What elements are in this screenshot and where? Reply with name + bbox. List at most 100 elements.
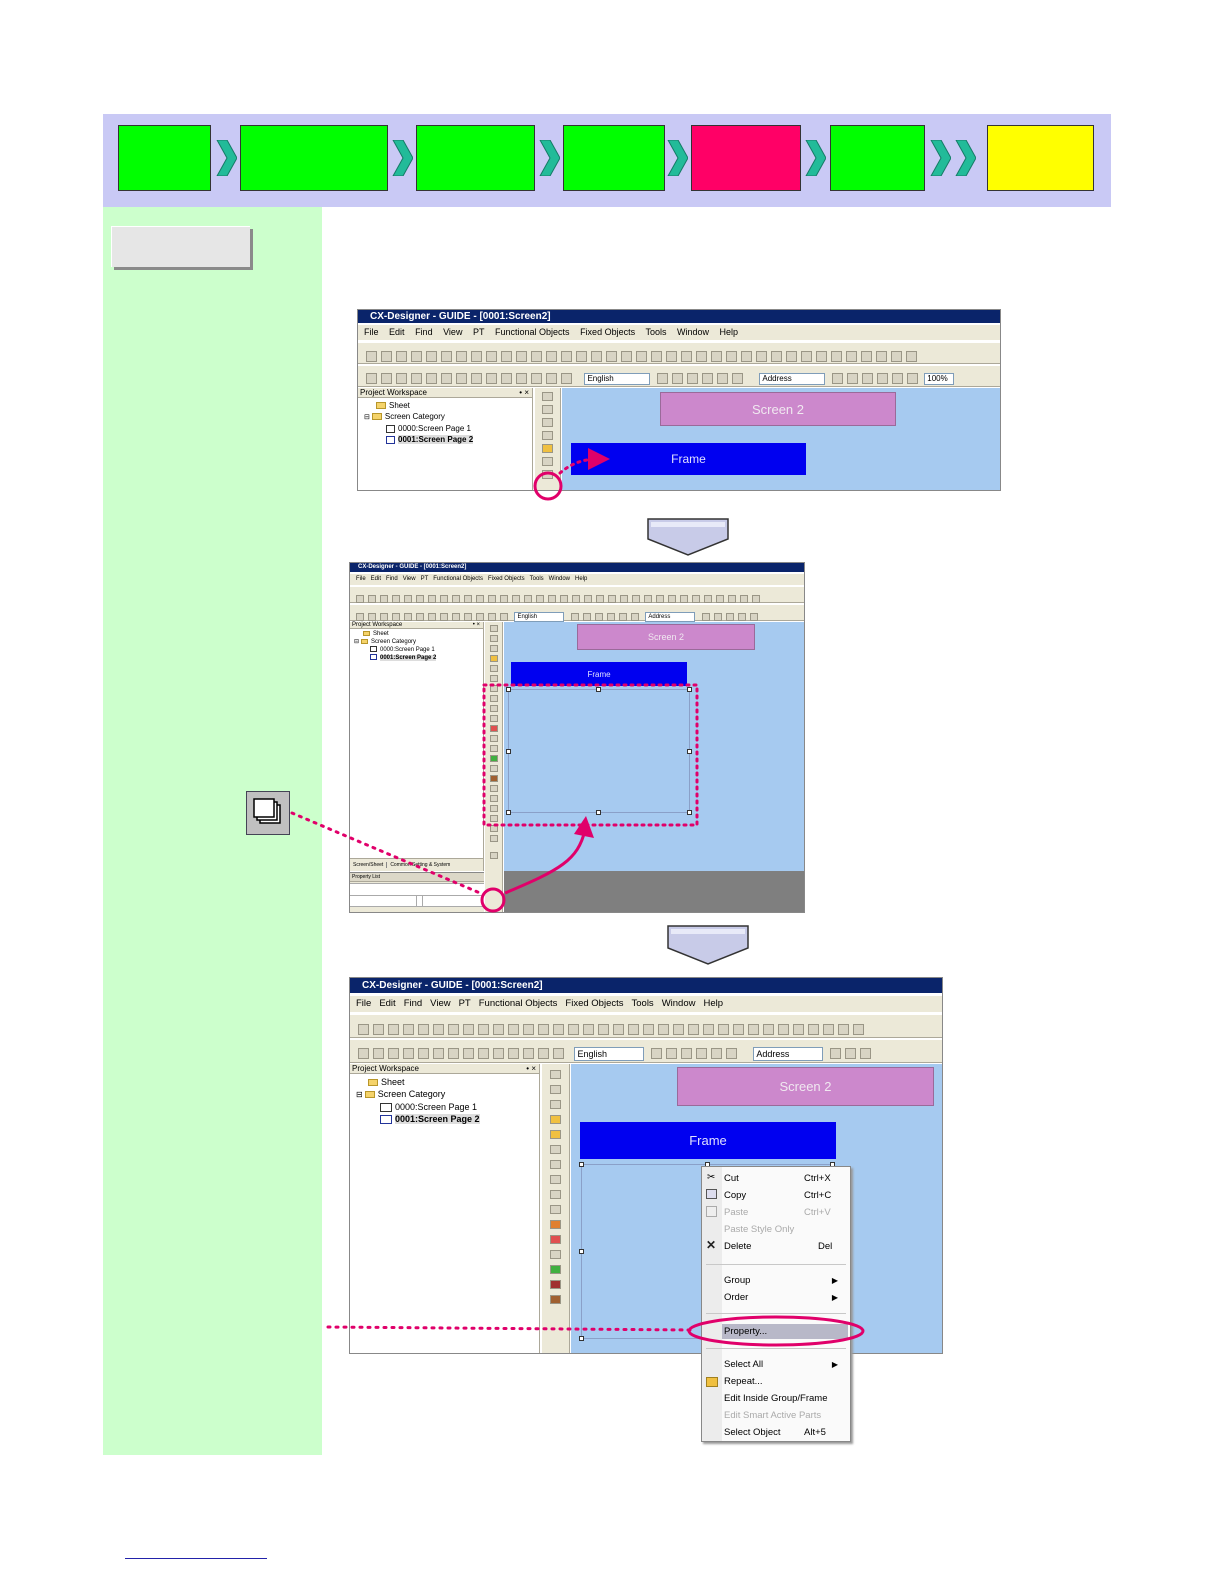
tool-button[interactable] [542,405,553,414]
tool-button[interactable] [550,1205,561,1214]
toolbar-button[interactable] [404,612,412,621]
menu-window[interactable]: Window [661,998,696,1009]
toolbar-button[interactable] [756,351,767,363]
toolbar-button[interactable] [546,351,557,363]
toolbar-button[interactable] [576,351,587,363]
workspace-close-icon[interactable]: • × [519,388,529,397]
tree-item-page-1[interactable]: 0000:Screen Page 1 [356,1101,539,1113]
toolbar-button[interactable] [373,1024,384,1036]
workspace-close-icon[interactable]: • × [526,1064,536,1073]
toolbar-button[interactable] [426,351,437,363]
toolbar-button[interactable] [448,1048,459,1060]
toolbar-button[interactable] [396,351,407,363]
toolbar-button[interactable] [373,1048,384,1060]
toolbar-button[interactable] [463,1024,474,1036]
screen-object[interactable]: Screen 2 [660,392,896,426]
toolbar-button[interactable] [478,1048,489,1060]
toolbar-button[interactable] [456,373,467,385]
menu-edit[interactable]: Edit [370,576,382,582]
toolbar-button[interactable] [695,1048,707,1060]
frame-object[interactable]: Frame [571,443,806,475]
toolbar-button[interactable] [891,351,902,363]
tool-button[interactable] [489,785,498,792]
toolbar-button[interactable] [876,373,888,385]
toolbar-button[interactable] [731,373,743,385]
workspace-close-icon[interactable]: • × [472,622,480,628]
toolbar-button[interactable] [621,351,632,363]
menu-item-select-all[interactable]: Select All▶ [724,1359,838,1370]
toolbar-button[interactable] [665,1048,677,1060]
toolbar-button[interactable] [613,1024,624,1036]
menu-find[interactable]: Find [415,327,433,337]
toolbar-button[interactable] [598,1024,609,1036]
toolbar-button[interactable] [844,1048,856,1060]
tool-button[interactable] [550,1250,561,1259]
menu-functional-objects[interactable]: Functional Objects [495,327,570,337]
toolbar-button[interactable] [606,612,615,621]
toolbar-button[interactable] [620,594,628,603]
toolbar-button[interactable] [829,1048,841,1060]
tree-item-page-2[interactable]: 0001:Screen Page 2 [364,434,532,445]
screen-canvas[interactable]: Screen 2 Frame [571,1064,942,1353]
toolbar-button[interactable] [531,351,542,363]
toolbar-button[interactable] [686,373,698,385]
toolbar-button[interactable] [476,594,484,603]
tool-button[interactable] [489,815,498,822]
tree-item-sheet[interactable]: Sheet [354,630,483,638]
menu-tools[interactable]: Tools [645,327,667,337]
toolbar-button[interactable] [508,1048,519,1060]
screen-canvas[interactable]: Screen 2 Frame [562,388,1000,490]
menu-pt[interactable]: PT [472,327,485,337]
toolbar-button[interactable] [428,612,436,621]
tool-button[interactable] [550,1070,561,1079]
menu-file[interactable]: File [356,576,366,582]
tree-item-page-1[interactable]: 0000:Screen Page 1 [364,423,532,434]
tool-button[interactable] [489,685,498,692]
toolbar-button[interactable] [418,1048,429,1060]
menu-item-property[interactable]: Property... [724,1326,768,1337]
toolbar-button[interactable] [416,594,424,603]
toolbar-button[interactable] [876,351,887,363]
menu-pt[interactable]: PT [458,998,471,1009]
toolbar-button[interactable] [428,594,436,603]
toolbar-button[interactable] [716,373,728,385]
toolbar-button[interactable] [392,612,400,621]
selection-handle[interactable] [506,810,511,815]
toolbar-button[interactable] [656,373,668,385]
toolbar-button[interactable] [752,594,760,603]
toolbar-button[interactable] [500,612,508,621]
frame-tool-button[interactable] [489,852,498,859]
toolbar-button[interactable] [403,1024,414,1036]
selection-handle[interactable] [687,810,692,815]
toolbar-button[interactable] [733,1024,744,1036]
tree-item-screen-category[interactable]: ⊟Screen Category [364,412,445,421]
toolbar-button[interactable] [500,594,508,603]
tool-button[interactable] [542,418,553,427]
toolbar-button[interactable] [523,1048,534,1060]
toolbar-button[interactable] [548,594,556,603]
toolbar-button[interactable] [891,373,903,385]
toolbar-button[interactable] [553,1048,564,1060]
toolbar-button[interactable] [763,1024,774,1036]
toolbar-button[interactable] [426,373,437,385]
toolbar-button[interactable] [531,373,542,385]
selection-handle[interactable] [596,687,601,692]
selection-handle[interactable] [506,687,511,692]
menu-window[interactable]: Window [548,576,571,582]
menu-fixed-objects[interactable]: Fixed Objects [487,576,525,582]
language-combo[interactable]: English [514,611,565,622]
toolbar-button[interactable] [523,1024,534,1036]
selection-handle[interactable] [579,1249,584,1254]
toolbar-button[interactable] [741,351,752,363]
toolbar-button[interactable] [793,1024,804,1036]
toolbar-button[interactable] [493,1024,504,1036]
toolbar-button[interactable] [358,1048,369,1060]
toolbar-button[interactable] [493,1048,504,1060]
toolbar-button[interactable] [749,612,758,621]
toolbar-button[interactable] [463,1048,474,1060]
toolbar-button[interactable] [368,612,376,621]
toolbar-button[interactable] [488,594,496,603]
menu-functional-objects[interactable]: Functional Objects [433,576,483,582]
